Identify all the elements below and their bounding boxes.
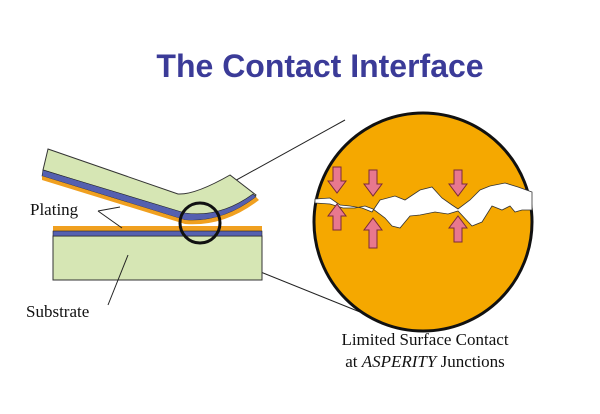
asperity-gap [314, 182, 533, 229]
down-arrow-3 [448, 169, 468, 197]
caption-prefix: at [345, 352, 362, 371]
caption-suffix: Junctions [436, 352, 505, 371]
plating-label: Plating [30, 200, 79, 219]
up-arrow-2 [363, 217, 383, 249]
caption-emphasis: ASPERITY [361, 352, 437, 371]
force-arrows [327, 166, 468, 249]
caption-line-2: at ASPERITY Junctions [300, 352, 550, 372]
down-arrow-1 [327, 166, 347, 194]
substrate-block [52, 235, 263, 281]
plating-leader-2 [97, 210, 123, 229]
caption-line-1: Limited Surface Contact [341, 330, 509, 349]
substrate-label: Substrate [26, 302, 90, 321]
slide-title: The Contact Interface [156, 48, 484, 84]
up-arrow-3 [448, 215, 468, 243]
substrate-gold-plating [53, 226, 262, 231]
down-arrow-2 [363, 169, 383, 197]
substrate-nickel-plating [52, 230, 263, 237]
substrate-leader [107, 254, 129, 306]
contact-point-circle [178, 201, 222, 245]
magnified-interface [312, 111, 534, 333]
up-arrow-1 [327, 203, 347, 231]
plating-leader-1 [97, 206, 121, 212]
